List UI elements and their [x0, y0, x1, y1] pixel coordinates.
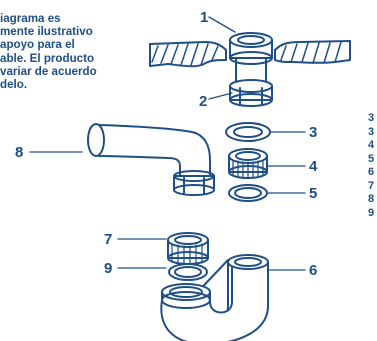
- callout-5: 5: [309, 185, 317, 202]
- part-3-washer: [225, 122, 271, 142]
- note-line-3: apoyo para el: [0, 38, 75, 52]
- part-4-slip-nut: [228, 148, 268, 179]
- note-line-5: variar de acuerdo: [0, 64, 97, 78]
- callout-9: 9: [104, 260, 112, 277]
- legend-item: 6: [368, 166, 375, 178]
- callout-2: 2: [199, 93, 207, 110]
- callout-6: 6: [309, 262, 317, 279]
- legend-item: 9: [368, 206, 375, 219]
- leader-lines: [29, 16, 306, 271]
- callout-8: 8: [15, 144, 23, 161]
- callout-7: 7: [104, 231, 112, 248]
- legend-item: 4: [368, 139, 375, 151]
- note-line-1: iagrama es: [0, 12, 61, 25]
- legend-item: 3: [368, 125, 375, 138]
- disclaimer-note: iagrama es mente ilustrativo apoyo para …: [0, 12, 150, 91]
- part-1-drain-flange: [229, 32, 273, 87]
- legend-item: 3: [368, 112, 375, 124]
- part-9-o-ring: [168, 263, 208, 281]
- legend-item: 5: [368, 152, 375, 165]
- callout-1: 1: [200, 9, 208, 26]
- note-line-4: able. El producto: [0, 51, 95, 65]
- callout-3: 3: [309, 124, 317, 141]
- part-2-lock-nut: [229, 79, 273, 107]
- note-line-2: mente ilustrativo: [0, 25, 93, 39]
- part-8-trap-arm: [87, 123, 215, 196]
- callout-4: 4: [309, 158, 318, 175]
- part-6-j-trap: [160, 254, 269, 341]
- legend-item: 7: [368, 179, 375, 192]
- part-5-o-ring: [228, 184, 268, 202]
- part-7-slip-nut: [167, 232, 209, 265]
- legend-item: 8: [368, 193, 375, 205]
- parts-legend-clipped: 3 3 4 5 6 7 8 9: [368, 112, 377, 220]
- sink-basin: [149, 40, 351, 68]
- note-line-6: delo.: [0, 78, 28, 92]
